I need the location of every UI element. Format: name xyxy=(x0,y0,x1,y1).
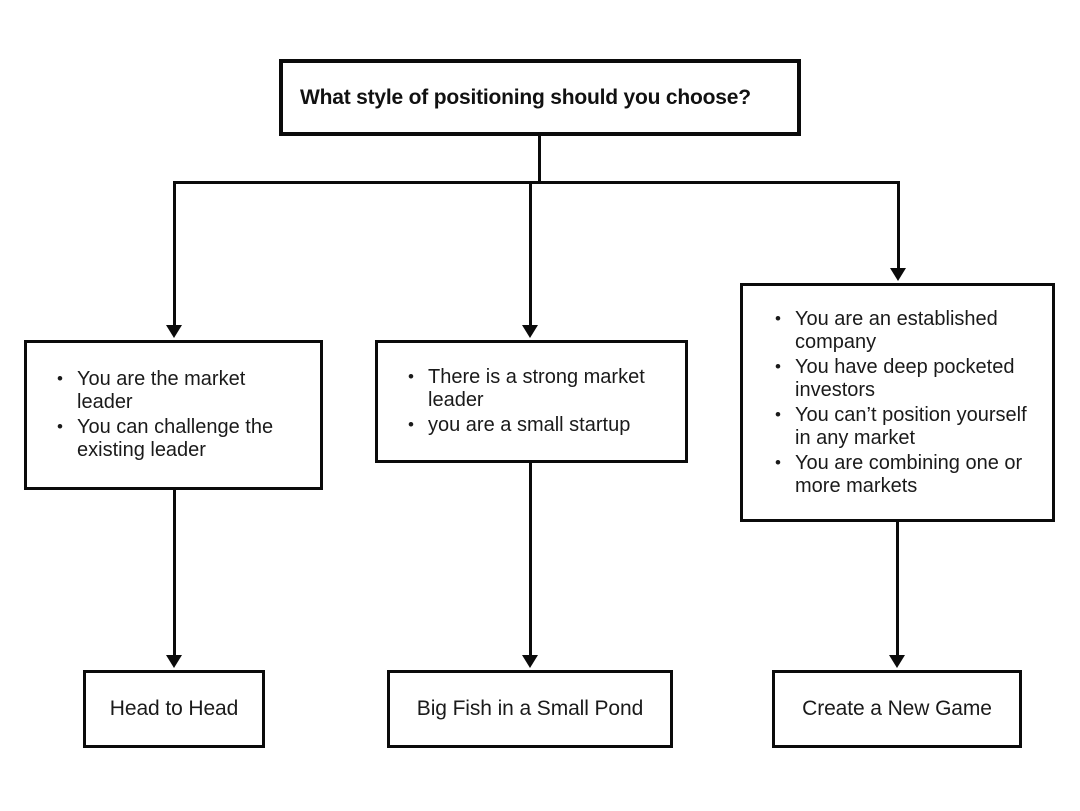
condition-box-create-a-new-game: You are an established company You have … xyxy=(740,283,1055,522)
list-item: You have deep pocketed investors xyxy=(775,355,1038,402)
outcome-box-head-to-head: Head to Head xyxy=(83,670,265,748)
list-item: You are an established company xyxy=(775,307,1038,354)
root-question-node: What style of positioning should you cho… xyxy=(279,59,801,136)
list-item: There is a strong market leader xyxy=(408,365,671,412)
arrowhead-branch-1 xyxy=(166,325,182,338)
outcome-box-big-fish-small-pond: Big Fish in a Small Pond xyxy=(387,670,673,748)
arrowhead-branch-3 xyxy=(890,268,906,281)
arrowhead-outcome-3 xyxy=(889,655,905,668)
outcome-label: Head to Head xyxy=(109,697,239,720)
list-item: you are a small startup xyxy=(408,413,671,437)
condition-list-2: There is a strong market leader you are … xyxy=(378,365,685,437)
connector-stem-outcome-1 xyxy=(173,490,176,657)
arrowhead-branch-2 xyxy=(522,325,538,338)
connector-drop-branch-1 xyxy=(173,181,176,327)
outcome-label: Create a New Game xyxy=(802,697,992,720)
list-item: You can challenge the existing leader xyxy=(57,415,306,462)
connector-branch-bar xyxy=(173,181,900,184)
list-item: You can’t position yourself in any marke… xyxy=(775,403,1038,450)
list-item: You are combining one or more markets xyxy=(775,451,1038,498)
connector-stem-outcome-3 xyxy=(896,522,899,657)
outcome-box-create-a-new-game: Create a New Game xyxy=(772,670,1022,748)
condition-list-1: You are the market leader You can challe… xyxy=(27,367,320,462)
outcome-label: Big Fish in a Small Pond xyxy=(416,697,644,720)
arrowhead-outcome-2 xyxy=(522,655,538,668)
condition-box-head-to-head: You are the market leader You can challe… xyxy=(24,340,323,490)
condition-box-big-fish-small-pond: There is a strong market leader you are … xyxy=(375,340,688,463)
connector-stem-outcome-2 xyxy=(529,463,532,657)
connector-trunk-vertical xyxy=(538,136,541,184)
condition-list-3: You are an established company You have … xyxy=(743,307,1052,498)
connector-drop-branch-3 xyxy=(897,181,900,270)
connector-drop-branch-2 xyxy=(529,181,532,327)
list-item: You are the market leader xyxy=(57,367,306,414)
arrowhead-outcome-1 xyxy=(166,655,182,668)
root-question-label: What style of positioning should you cho… xyxy=(300,85,751,109)
